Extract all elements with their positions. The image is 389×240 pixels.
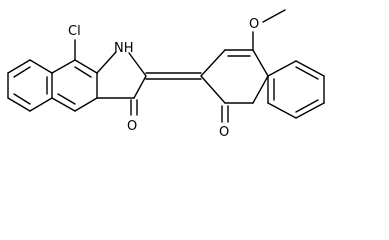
five-membered-ring bbox=[96, 51, 147, 116]
bond bbox=[295, 60, 325, 77]
exocyclic-double-bond bbox=[145, 72, 202, 80]
bond bbox=[74, 59, 98, 74]
bond bbox=[51, 97, 76, 112]
methyl-bond bbox=[262, 9, 286, 23]
bond bbox=[252, 75, 269, 104]
bond bbox=[133, 75, 147, 99]
bond bbox=[295, 102, 325, 119]
double-bond-inner bbox=[295, 66, 319, 80]
bond bbox=[7, 59, 31, 74]
double-bond-inner bbox=[13, 93, 31, 105]
naphthoquinone-ring bbox=[200, 9, 286, 123]
bond bbox=[267, 60, 297, 77]
bond bbox=[200, 49, 226, 77]
bond bbox=[7, 97, 31, 112]
structure-canvas: Cl NH O O O bbox=[7, 9, 325, 140]
ketone-right-oxygen-label: O bbox=[219, 125, 229, 140]
ketone-left-oxygen-label: O bbox=[127, 119, 137, 134]
molecule-structure: Cl NH O O O bbox=[7, 9, 325, 140]
amine-label: NH bbox=[114, 41, 134, 56]
benzo-ring-left bbox=[7, 59, 53, 112]
benzo-ring-middle bbox=[51, 39, 98, 112]
double-bond-inner bbox=[57, 93, 76, 105]
double-bond-inner bbox=[13, 66, 31, 78]
bond bbox=[267, 102, 297, 119]
double-bond-inner bbox=[295, 99, 319, 113]
bond bbox=[74, 97, 98, 112]
bond bbox=[252, 49, 269, 77]
benzo-ring-right bbox=[267, 60, 325, 119]
methoxy-oxygen-label: O bbox=[249, 17, 259, 32]
bond bbox=[200, 75, 226, 104]
bond bbox=[29, 97, 53, 112]
bond bbox=[51, 59, 76, 74]
bond bbox=[96, 51, 117, 74]
bond bbox=[29, 59, 53, 74]
bond bbox=[128, 52, 147, 77]
chlorine-label: Cl bbox=[68, 24, 81, 39]
double-bond-inner bbox=[74, 66, 92, 78]
